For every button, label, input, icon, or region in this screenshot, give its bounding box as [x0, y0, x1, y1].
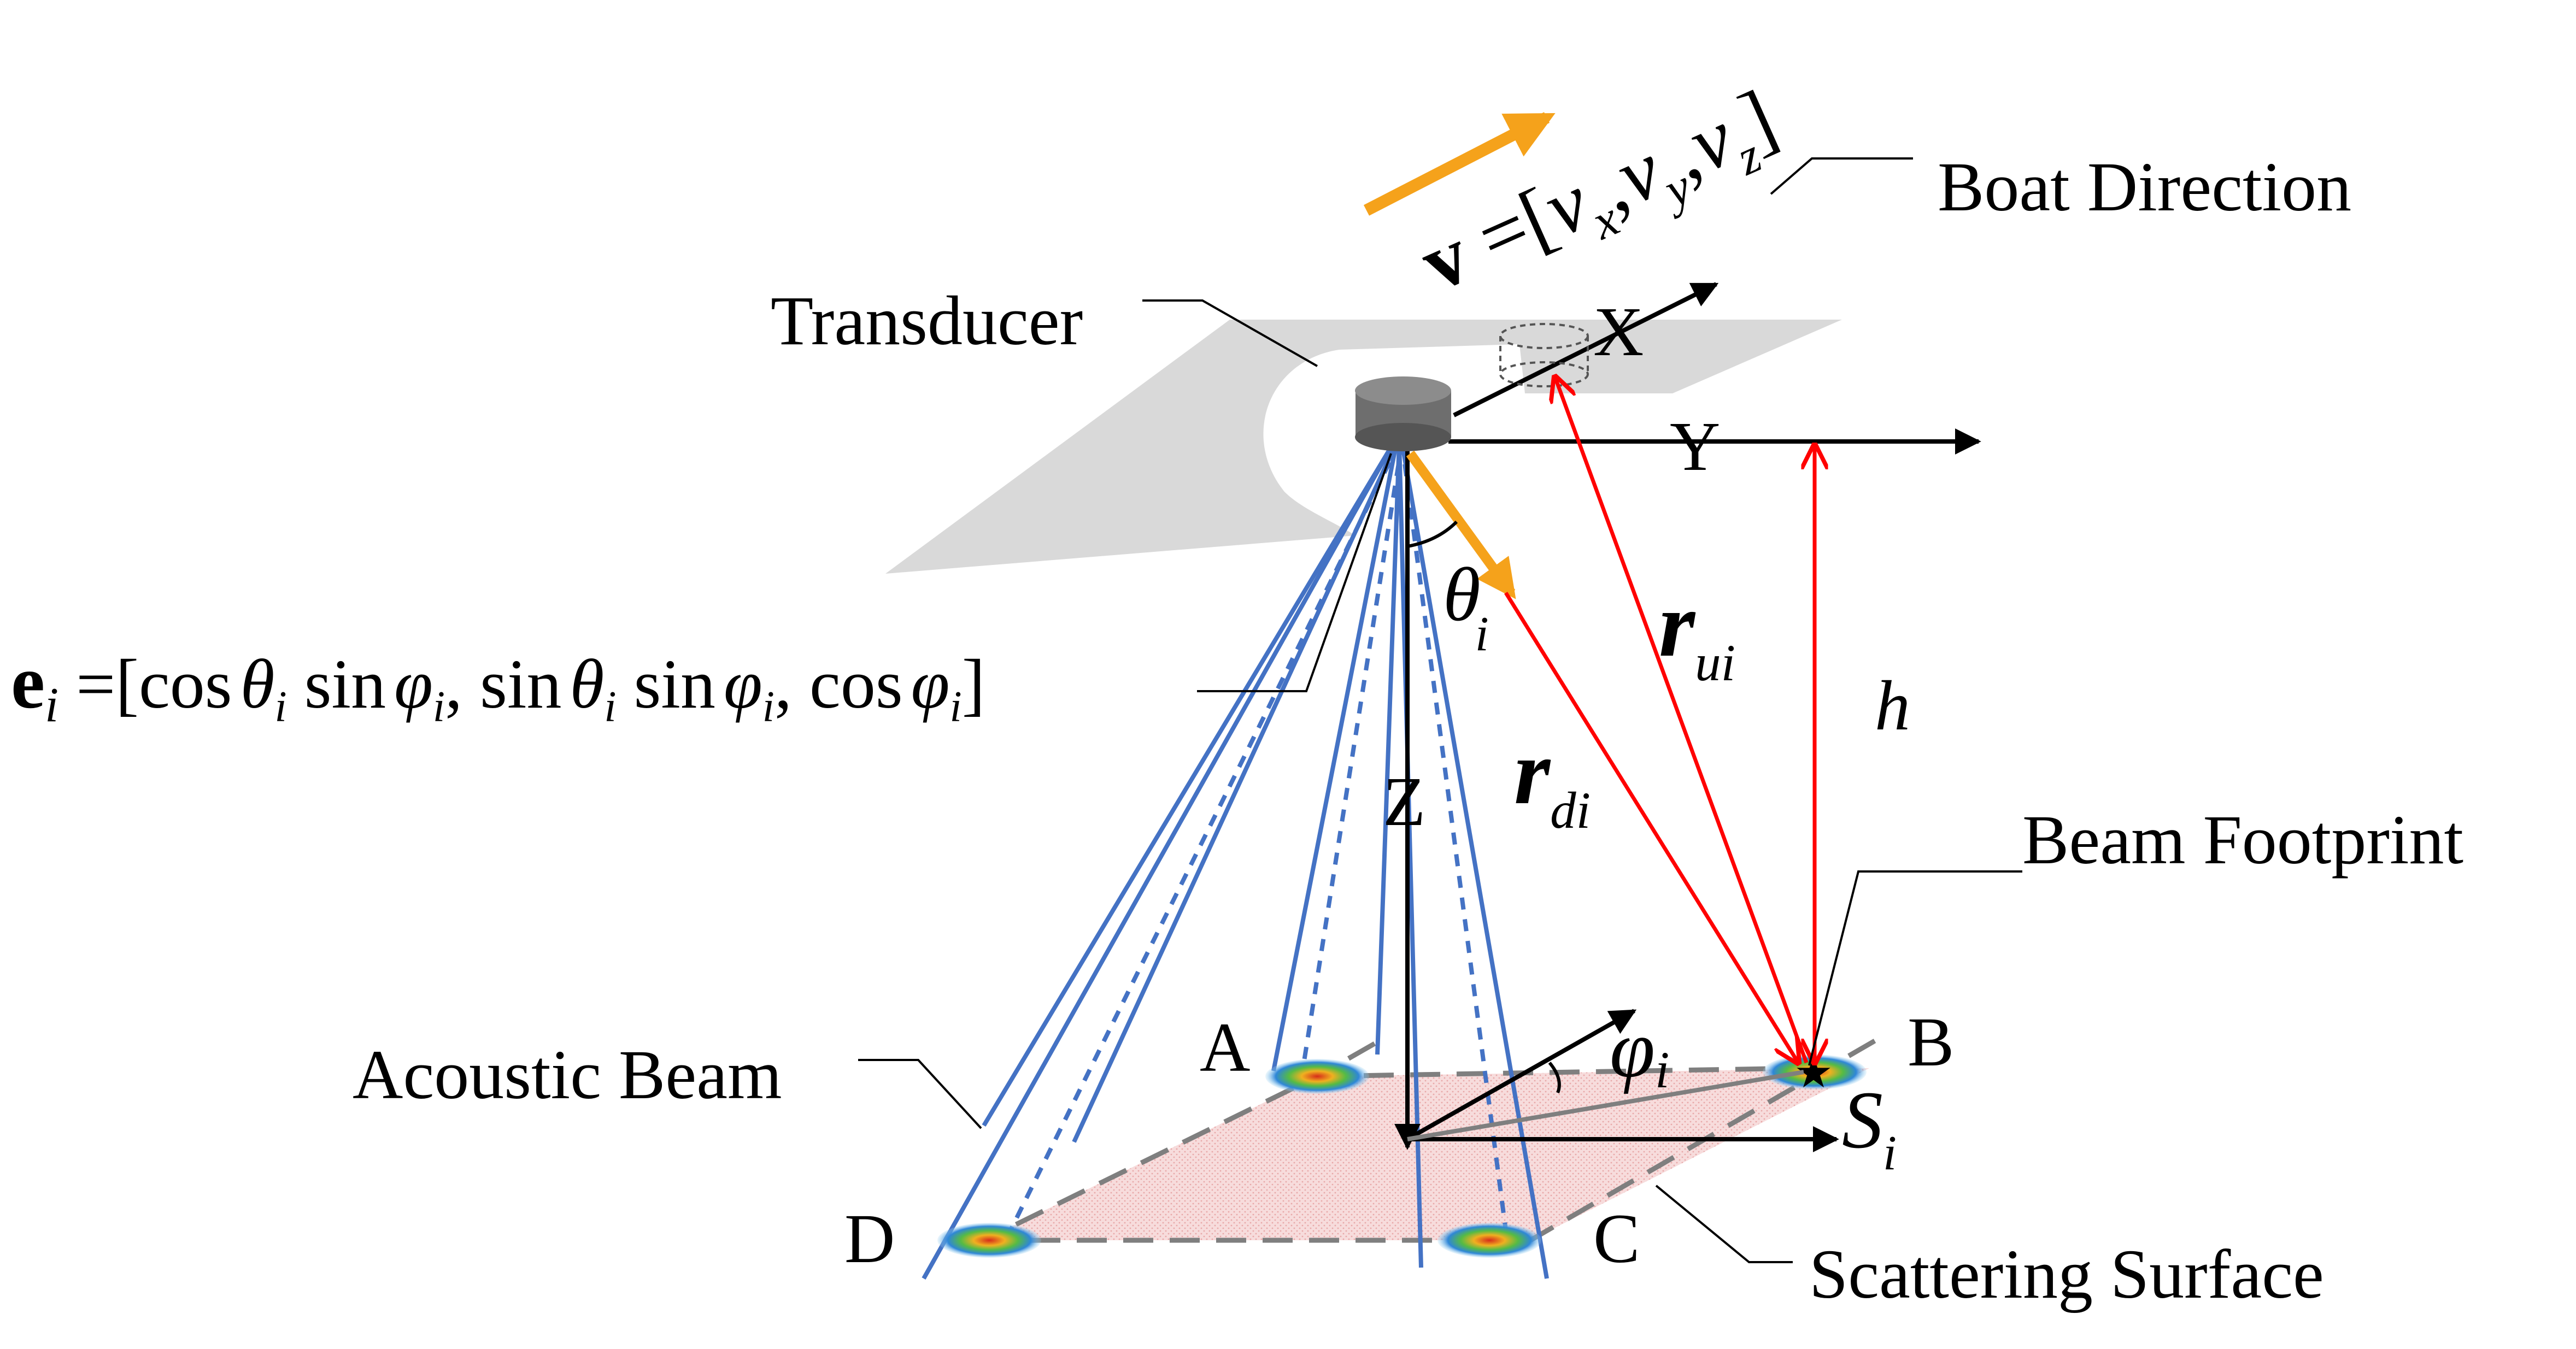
phi-ray: [1406, 1009, 1637, 1141]
symbol-r-up: rui: [1659, 573, 1735, 692]
footprint-a: [1265, 1059, 1369, 1094]
label-corner-b: B: [1908, 1003, 1954, 1081]
transducer-icon: [1355, 376, 1451, 451]
symbol-theta: θi: [1443, 552, 1489, 661]
theta-arc: [1407, 520, 1458, 548]
symbol-r-down: rdi: [1514, 721, 1591, 839]
label-axis-z: Z: [1383, 763, 1425, 840]
footprint-d: [937, 1223, 1041, 1258]
ghost-transducer: [1499, 323, 1589, 387]
label-axis-x: X: [1593, 293, 1644, 370]
label-corner-d: D: [844, 1200, 895, 1277]
label-transducer: Transducer: [771, 282, 1083, 360]
x-axis: [1453, 282, 1719, 417]
label-corner-c: C: [1593, 1200, 1640, 1277]
symbol-h: h: [1875, 667, 1910, 745]
label-axis-y: Y: [1670, 408, 1720, 485]
label-boat-direction: Boat Direction: [1938, 148, 2351, 226]
range-lines: [1504, 377, 1815, 1063]
symbol-s: Si: [1842, 1075, 1897, 1180]
si-line: [1407, 1070, 1804, 1141]
beam-direction-arrow: [1406, 450, 1516, 599]
label-scattering-surface: Scattering Surface: [1809, 1235, 2324, 1313]
label-beam-footprint: Beam Footprint: [2022, 801, 2463, 879]
phi-arc: [1548, 1062, 1561, 1094]
label-corner-a: A: [1200, 1009, 1250, 1086]
footprint-c: [1437, 1223, 1541, 1258]
svg-text:v =[vx,vy,vz]: v =[vx,vy,vz]: [1408, 73, 1794, 320]
scattering-surface: [984, 1068, 1869, 1240]
velocity-arrow: [1363, 112, 1556, 216]
symbol-phi: φi: [1610, 1004, 1669, 1099]
label-acoustic-beam: Acoustic Beam: [353, 1036, 782, 1114]
velocity-formula: v =[vx,vy,vz]: [1408, 73, 1794, 320]
callout-lines: [858, 157, 2022, 1263]
boat-outline: [885, 320, 1842, 574]
